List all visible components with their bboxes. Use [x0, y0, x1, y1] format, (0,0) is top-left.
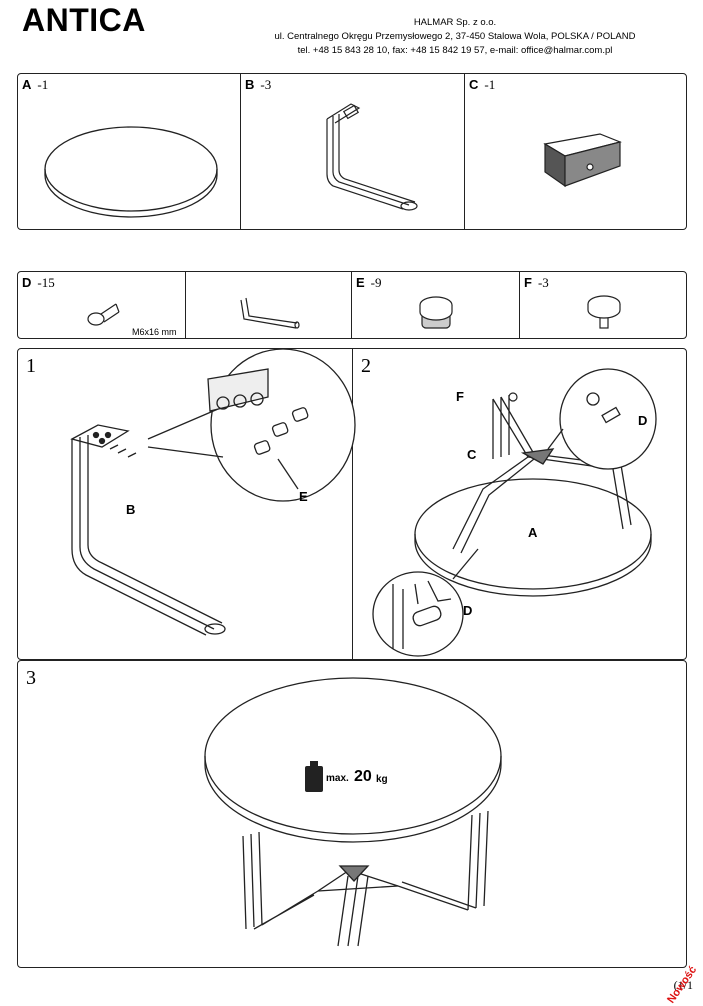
step-number: 3 — [26, 667, 36, 689]
step-1-panel: 1 — [18, 348, 356, 659]
assembled-table-drawing — [204, 677, 502, 947]
cap-plug-drawing — [419, 296, 453, 329]
part-qty: -1 — [484, 77, 496, 92]
callout-e: E — [299, 489, 308, 504]
hex-key-drawing — [240, 297, 300, 329]
part-f-cell: F -3 — [520, 272, 688, 338]
part-b-cell: B -3 — [241, 74, 465, 229]
part-qty: -3 — [260, 77, 272, 92]
part-letter: F — [524, 275, 532, 290]
part-a-cell: A -1 — [18, 74, 241, 229]
step-2-drawing — [372, 368, 657, 657]
part-letter: D — [22, 275, 32, 290]
part-letter: A — [22, 77, 32, 92]
company-address: ul. Centralnego Okręgu Przemysłowego 2, … — [274, 31, 636, 42]
part-qty: -1 — [37, 77, 49, 92]
callout-d-top: D — [638, 413, 648, 428]
callout-f: F — [456, 389, 464, 404]
hex-key-cell — [186, 272, 352, 338]
part-qty: -3 — [537, 275, 549, 290]
leg-frame-drawing — [326, 103, 418, 211]
page-number: (1/1 — [673, 978, 693, 992]
step-3-panel: 3 max. 20 kg — [17, 660, 687, 968]
part-e-cell: E -9 — [352, 272, 520, 338]
parts-row-1: A -1 B -3 C -1 — [17, 73, 687, 230]
tabletop-drawing — [44, 126, 218, 218]
glide-foot-drawing — [587, 295, 621, 329]
company-contact: tel. +48 15 843 28 10, fax: +48 15 842 1… — [297, 45, 613, 56]
max-load-value: 20 — [354, 768, 372, 785]
product-title: ANTICA — [22, 2, 146, 38]
part-qty: -9 — [370, 275, 382, 290]
part-qty: -15 — [37, 275, 55, 290]
bolt-size: M6x16 mm — [132, 327, 177, 337]
weight-icon — [305, 761, 323, 792]
callout-a: A — [528, 525, 538, 540]
bolt-drawing — [87, 303, 120, 326]
part-letter: C — [469, 77, 479, 92]
new-product-stamp: Nowość — [664, 964, 699, 1006]
part-c-cell: C -1 — [465, 74, 688, 229]
step-2-panel: 2 — [353, 349, 688, 659]
step-number: 2 — [361, 355, 371, 377]
max-load-prefix: max. — [326, 773, 349, 784]
company-info: HALMAR Sp. z o.o. ul. Centralnego Okręgu… — [245, 16, 665, 58]
parts-row-2: D -15 M6x16 mm E -9 — [17, 271, 687, 339]
part-letter: E — [356, 275, 365, 290]
callout-b: B — [126, 502, 136, 517]
step-number: 1 — [26, 355, 36, 377]
step-1-drawing — [70, 348, 356, 636]
part-d-cell: D -15 M6x16 mm — [18, 272, 186, 338]
callout-c: C — [467, 447, 477, 462]
steps-row-1-2: 1 — [17, 348, 687, 660]
company-name: HALMAR Sp. z o.o. — [413, 17, 497, 28]
max-load-unit: kg — [376, 774, 388, 785]
connector-drawing — [543, 133, 622, 188]
callout-d-bottom: D — [463, 603, 473, 618]
part-letter: B — [245, 77, 255, 92]
